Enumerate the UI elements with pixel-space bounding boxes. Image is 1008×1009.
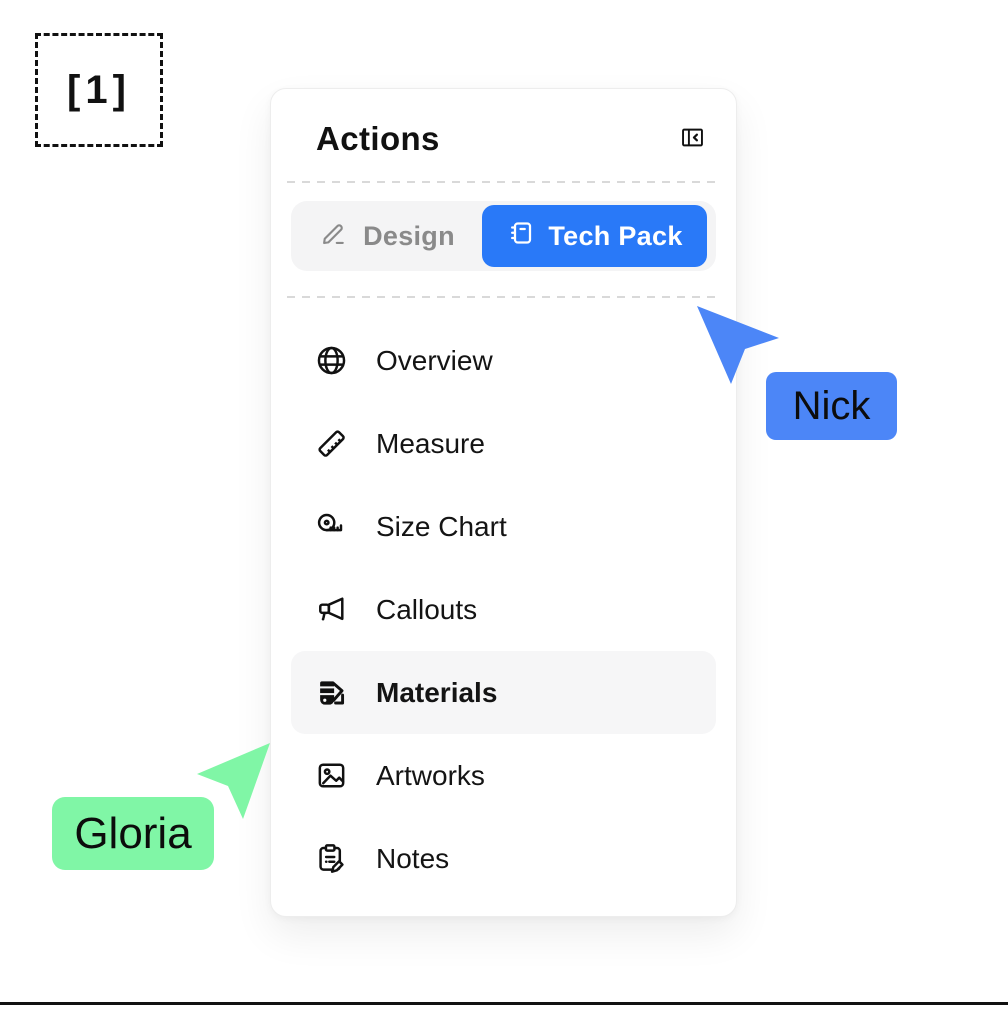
- tab-tech-pack-label: Tech Pack: [548, 220, 683, 251]
- megaphone-icon: [313, 592, 349, 628]
- gloria-cursor-label: Gloria: [52, 797, 214, 870]
- annotation-index-box: [1]: [35, 33, 163, 147]
- panel-title: Actions: [316, 120, 440, 157]
- nick-cursor-label: Nick: [766, 372, 897, 440]
- nick-cursor-name: Nick: [792, 383, 871, 428]
- tabs-divider: [287, 296, 720, 298]
- annotation-index-label: [1]: [67, 67, 131, 112]
- ruler-icon: [313, 426, 349, 462]
- mode-toggle: Design Tech Pack: [291, 201, 716, 271]
- menu-item-notes[interactable]: Notes: [291, 817, 716, 900]
- material-swatches-icon: [313, 675, 349, 711]
- actions-panel: Actions D: [270, 88, 737, 917]
- panel-collapse-left-icon: [679, 124, 706, 154]
- menu-item-callouts[interactable]: Callouts: [291, 568, 716, 651]
- tab-design-label: Design: [363, 220, 455, 251]
- notebook-icon: [506, 218, 536, 255]
- image-icon: [313, 758, 349, 794]
- nick-cursor-icon: [697, 306, 779, 384]
- menu-item-materials[interactable]: Materials: [291, 651, 716, 734]
- gloria-cursor-name: Gloria: [74, 808, 192, 858]
- header-divider: [287, 181, 720, 183]
- clipboard-pencil-icon: [313, 841, 349, 877]
- globe-icon: [313, 343, 349, 379]
- menu-item-size-chart[interactable]: Size Chart: [291, 485, 716, 568]
- menu-item-measure[interactable]: Measure: [291, 402, 716, 485]
- bottom-rule: [0, 1002, 1008, 1005]
- menu-item-overview[interactable]: Overview: [291, 319, 716, 402]
- collapse-panel-button[interactable]: [679, 126, 706, 153]
- panel-menu: Overview Measure Size Chart Callouts Mat…: [291, 319, 716, 900]
- tab-design[interactable]: Design: [291, 201, 483, 271]
- measuring-tape-icon: [313, 509, 349, 545]
- tab-tech-pack[interactable]: Tech Pack: [482, 205, 707, 267]
- pencil-icon: [319, 218, 349, 255]
- gloria-cursor-icon: [197, 743, 270, 819]
- panel-header: Actions: [271, 119, 736, 159]
- menu-item-artworks[interactable]: Artworks: [291, 734, 716, 817]
